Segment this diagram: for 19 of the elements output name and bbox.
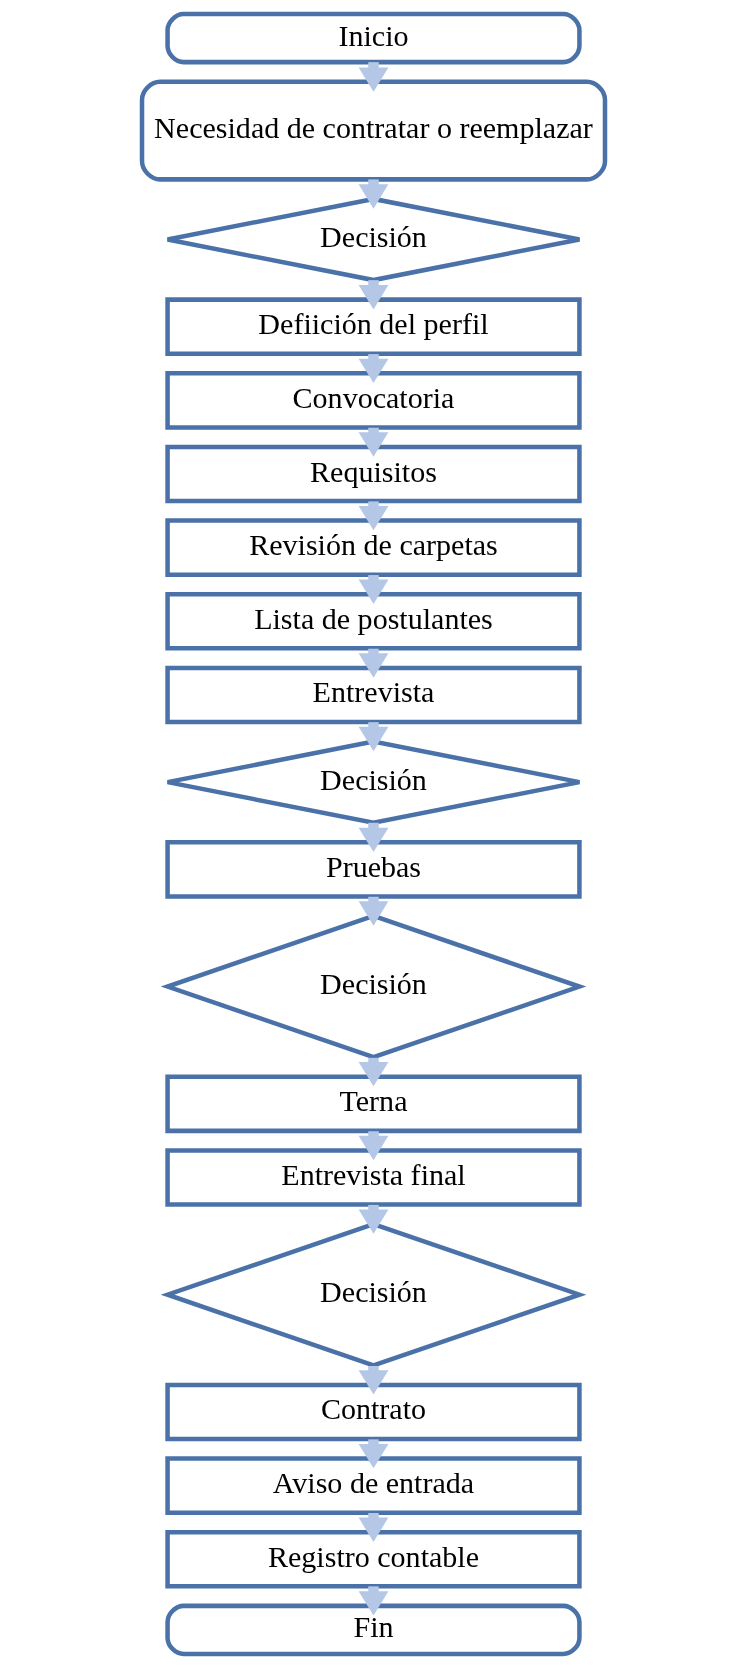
node-box: Terna <box>165 1074 582 1134</box>
node-box: Entrevista final <box>165 1148 582 1207</box>
node-box: Fin <box>165 1603 582 1657</box>
node-box: Necesidad de contratar o reemplazar <box>139 79 608 182</box>
node-diamond: Decisión <box>160 913 587 1060</box>
node-box: Aviso de entrada <box>165 1456 582 1515</box>
node-box: Convocatoria <box>165 371 582 430</box>
node-box: Lista de postulantes <box>165 592 582 651</box>
node-box: Requisitos <box>165 444 582 504</box>
node-box: Entrevista <box>165 665 582 725</box>
node-diamond: Decisión <box>165 739 582 826</box>
node-box: Inicio <box>165 11 582 65</box>
node-box: Revisión de carpetas <box>165 518 582 577</box>
node-box: Registro contable <box>165 1529 582 1589</box>
node-box: Defiición del perfil <box>165 297 582 356</box>
node-box: Contrato <box>165 1382 582 1442</box>
node-box: Pruebas <box>165 840 582 899</box>
node-diamond: Decisión <box>160 1221 587 1368</box>
node-diamond: Decisión <box>165 196 582 283</box>
